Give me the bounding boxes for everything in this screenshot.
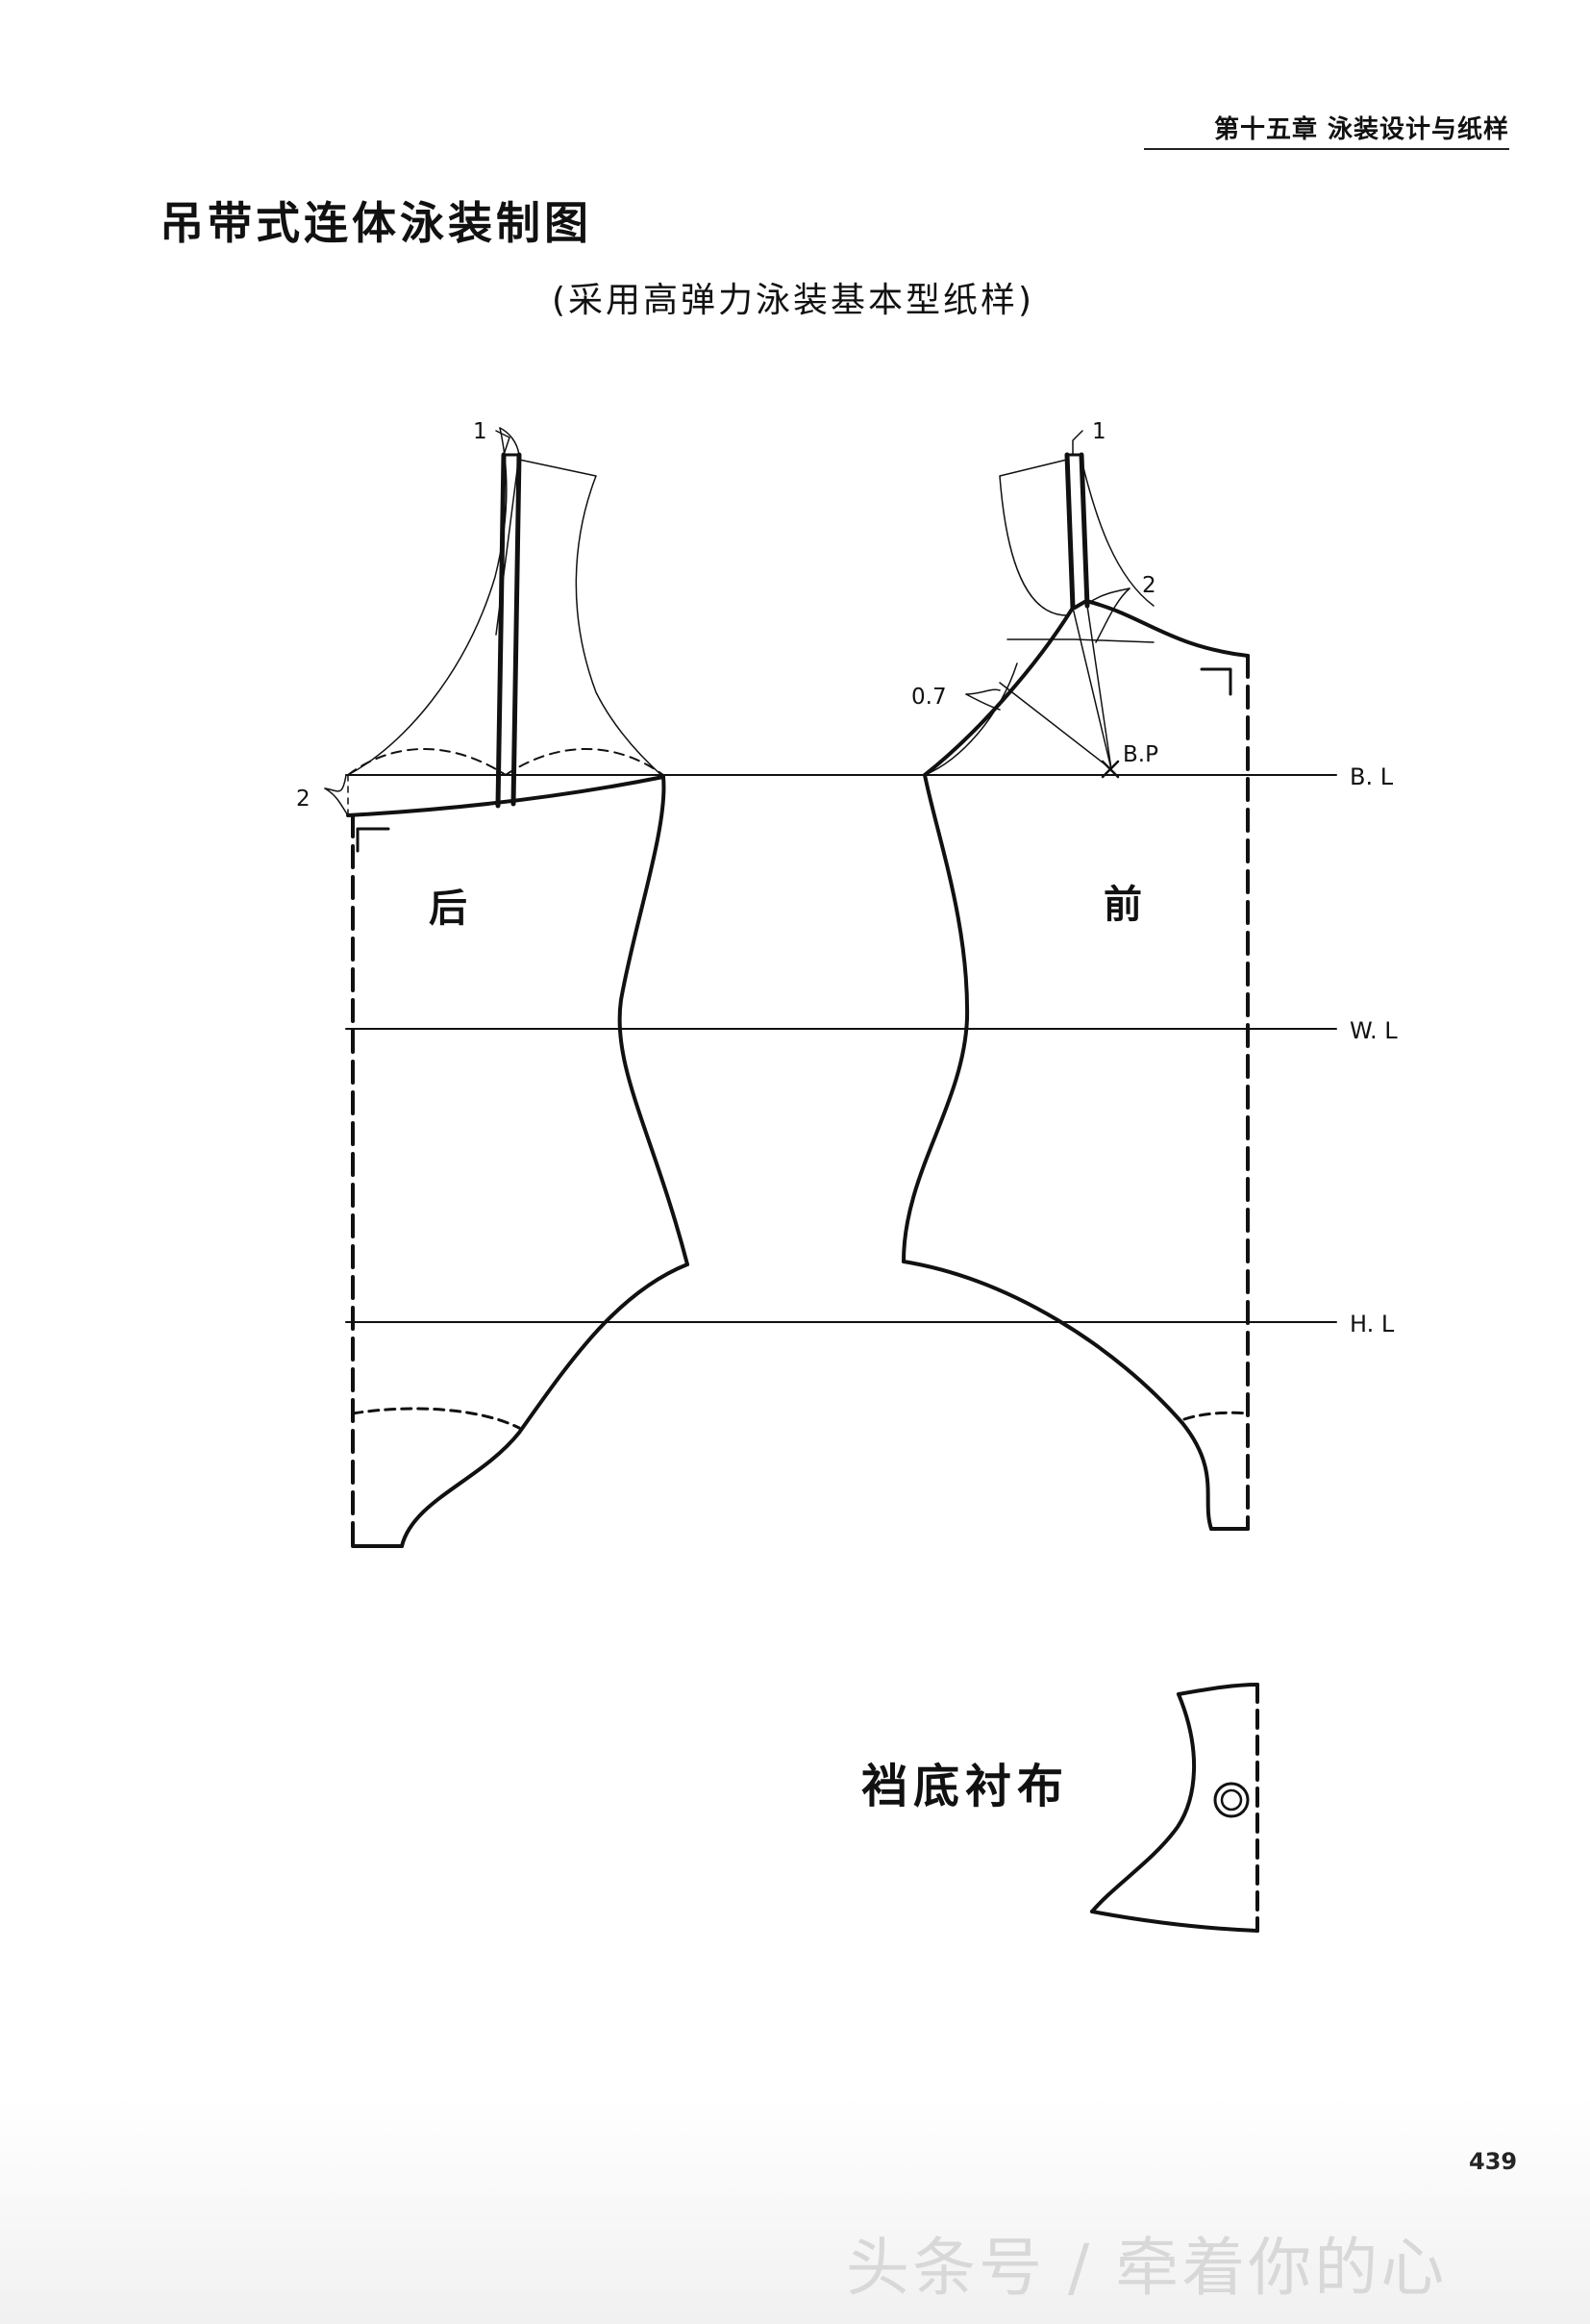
- front-strap-measure: 1: [1092, 419, 1106, 444]
- chapter-header: 第十五章 泳装设计与纸样: [1213, 115, 1509, 144]
- watermark: 头条号 / 牵着你的心: [846, 2231, 1448, 2305]
- header-rule: [1144, 148, 1509, 150]
- front-armhole-measure: 0.7: [911, 685, 947, 710]
- bust-point-label: B.P: [1123, 742, 1158, 767]
- grain-mark-outer: [1213, 1782, 1250, 1818]
- hip-line-label: H. L: [1350, 1311, 1395, 1337]
- page-subtitle: (采用高弹力泳装基本型纸样): [552, 281, 1035, 320]
- page-number: 439: [1469, 2148, 1517, 2175]
- back-strap-measure: 1: [473, 419, 487, 444]
- gusset-title: 裆底衬布: [861, 1760, 1070, 1813]
- front-neck-measure: 2: [1142, 573, 1156, 598]
- back-label: 后: [429, 887, 467, 931]
- gusset-piece: [1090, 1683, 1259, 1933]
- front-piece: [902, 430, 1250, 1531]
- back-piece: [324, 427, 689, 1548]
- back-armhole-measure: 2: [296, 787, 311, 812]
- front-label: 前: [1104, 883, 1142, 927]
- page-title: 吊带式连体泳装制图: [160, 197, 592, 249]
- waist-line-label: W. L: [1350, 1017, 1398, 1044]
- grain-mark-inner: [1220, 1788, 1243, 1812]
- bust-line-label: B. L: [1350, 763, 1394, 790]
- scan-shadow: [0, 2096, 1590, 2324]
